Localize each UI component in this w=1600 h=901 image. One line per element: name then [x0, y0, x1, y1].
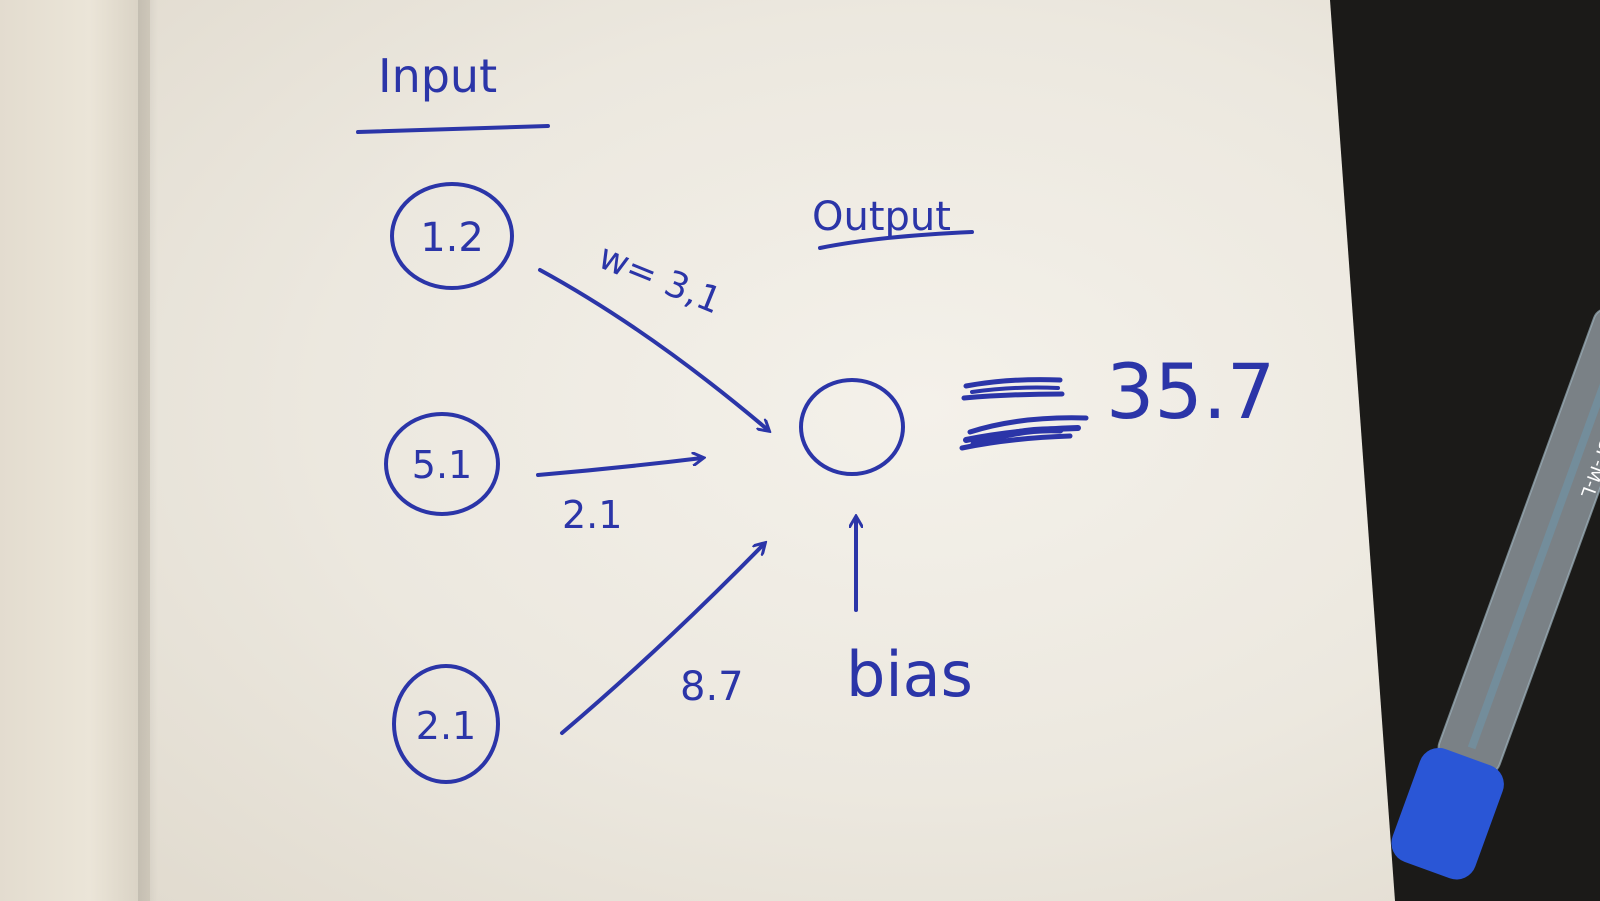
input-node-3: 2.1: [392, 664, 500, 784]
page-fold-shadow: [138, 0, 158, 901]
weight-edge-2: [536, 458, 702, 477]
output-neuron: [799, 378, 905, 476]
notebook-page: [150, 0, 1395, 901]
bias-label: bias: [846, 638, 973, 711]
input-heading-underline: [356, 124, 550, 134]
input-node-1: 1.2: [390, 182, 514, 290]
input-heading: Input: [378, 49, 497, 103]
weight-edge-3: [560, 544, 764, 735]
input-node-2: 5.1: [384, 412, 500, 516]
input-node-value: 2.1: [416, 704, 476, 748]
output-result: 35.7: [1106, 347, 1275, 436]
pen-ink-tube: [1467, 323, 1600, 750]
input-node-circle: [384, 412, 500, 516]
scribbled-equals-sign: [959, 377, 1089, 451]
weight-label-3: 8.7: [680, 664, 744, 710]
pen-barrel: [1437, 307, 1600, 775]
input-node-circle: [390, 182, 514, 290]
weight-label-2: 2.1: [562, 493, 622, 537]
pen: BPS-GP-M-L: [1391, 307, 1600, 880]
left-notebook-page: [0, 0, 150, 901]
weight-label-1: w= 3,1: [593, 236, 727, 322]
input-node-value: 1.2: [420, 215, 484, 261]
input-node-circle: [392, 664, 500, 784]
pen-cap: [1391, 747, 1504, 880]
input-node-value: 5.1: [412, 443, 472, 487]
output-heading: Output: [812, 194, 951, 240]
output-heading-underline: [818, 230, 974, 250]
weight-edge-1: [538, 268, 768, 430]
